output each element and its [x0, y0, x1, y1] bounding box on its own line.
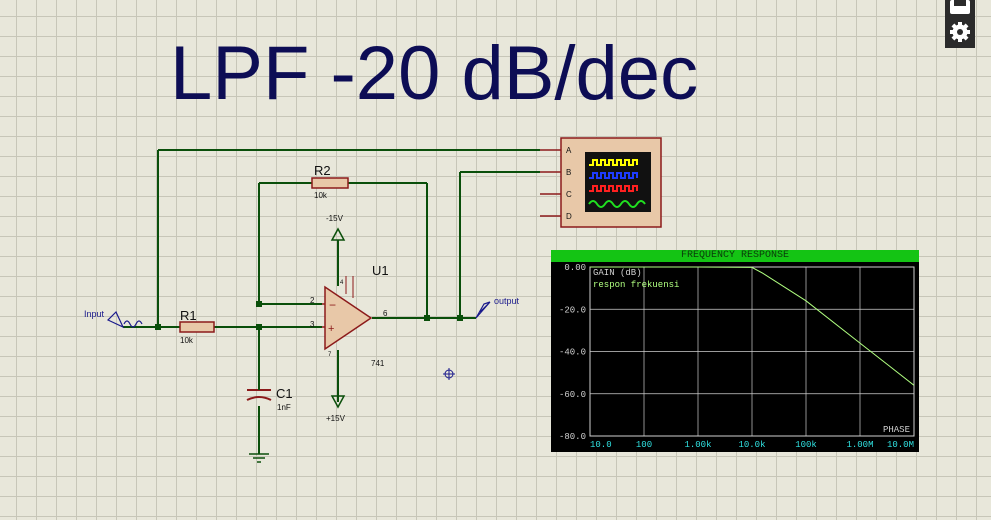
junctions	[155, 301, 463, 330]
c1-name: C1	[276, 386, 293, 401]
output-label: output	[494, 296, 520, 306]
junction-dot	[457, 315, 463, 321]
component-label: -15V	[326, 214, 344, 223]
oscilloscope: A B C D	[540, 137, 662, 228]
resistor-r1: R1 10k	[179, 308, 215, 345]
capacitor-c1: C1 1nF	[246, 382, 293, 412]
neg-supply-terminal: -15V	[326, 214, 346, 241]
component-label: D	[566, 212, 572, 221]
ground-icon	[249, 453, 269, 463]
junction-dot	[256, 324, 262, 330]
u1-name: U1	[372, 263, 389, 278]
component-label: 2	[310, 296, 315, 305]
camera-icon[interactable]	[950, 0, 970, 14]
component-label: +15V	[326, 414, 346, 423]
component-label: B	[566, 168, 571, 177]
component-label: A	[566, 146, 572, 155]
input-terminal: Input	[84, 309, 143, 329]
gear-icon[interactable]	[950, 22, 970, 42]
freq-response-titlebar[interactable]	[551, 250, 919, 262]
component-label: 3	[310, 320, 315, 329]
component-label: 6	[383, 309, 388, 318]
component-label: 4	[340, 280, 344, 286]
resistor-r2: R2 10k	[311, 163, 349, 200]
pos-supply-terminal: +15V	[326, 395, 346, 423]
freq-response-title: FREQUENCY RESPONSE	[680, 250, 790, 261]
c1-value: 1nF	[277, 403, 291, 412]
u1-part: 741	[371, 359, 385, 368]
input-label: Input	[84, 309, 105, 319]
component-label: +	[328, 323, 334, 335]
output-terminal: output	[475, 296, 520, 319]
r2-value: 10k	[314, 191, 328, 200]
component-label: 7	[328, 352, 332, 358]
sine-icon	[123, 320, 143, 328]
opamp-u1: − + 2 3 6 4 7 U1 741	[310, 263, 389, 368]
r1-name: R1	[180, 308, 197, 323]
junction-dot	[424, 315, 430, 321]
schematic-title: LPF -20 dB/dec	[170, 31, 699, 116]
crosshair-icon	[443, 368, 455, 380]
r2-name: R2	[314, 163, 331, 178]
component-label: −	[329, 298, 336, 312]
junction-dot	[155, 324, 161, 330]
graph-toolbar	[945, 0, 975, 48]
freq-response-graph[interactable]	[551, 262, 919, 452]
r1-value: 10k	[180, 336, 194, 345]
junction-dot	[256, 301, 262, 307]
component-label: C	[566, 190, 572, 199]
